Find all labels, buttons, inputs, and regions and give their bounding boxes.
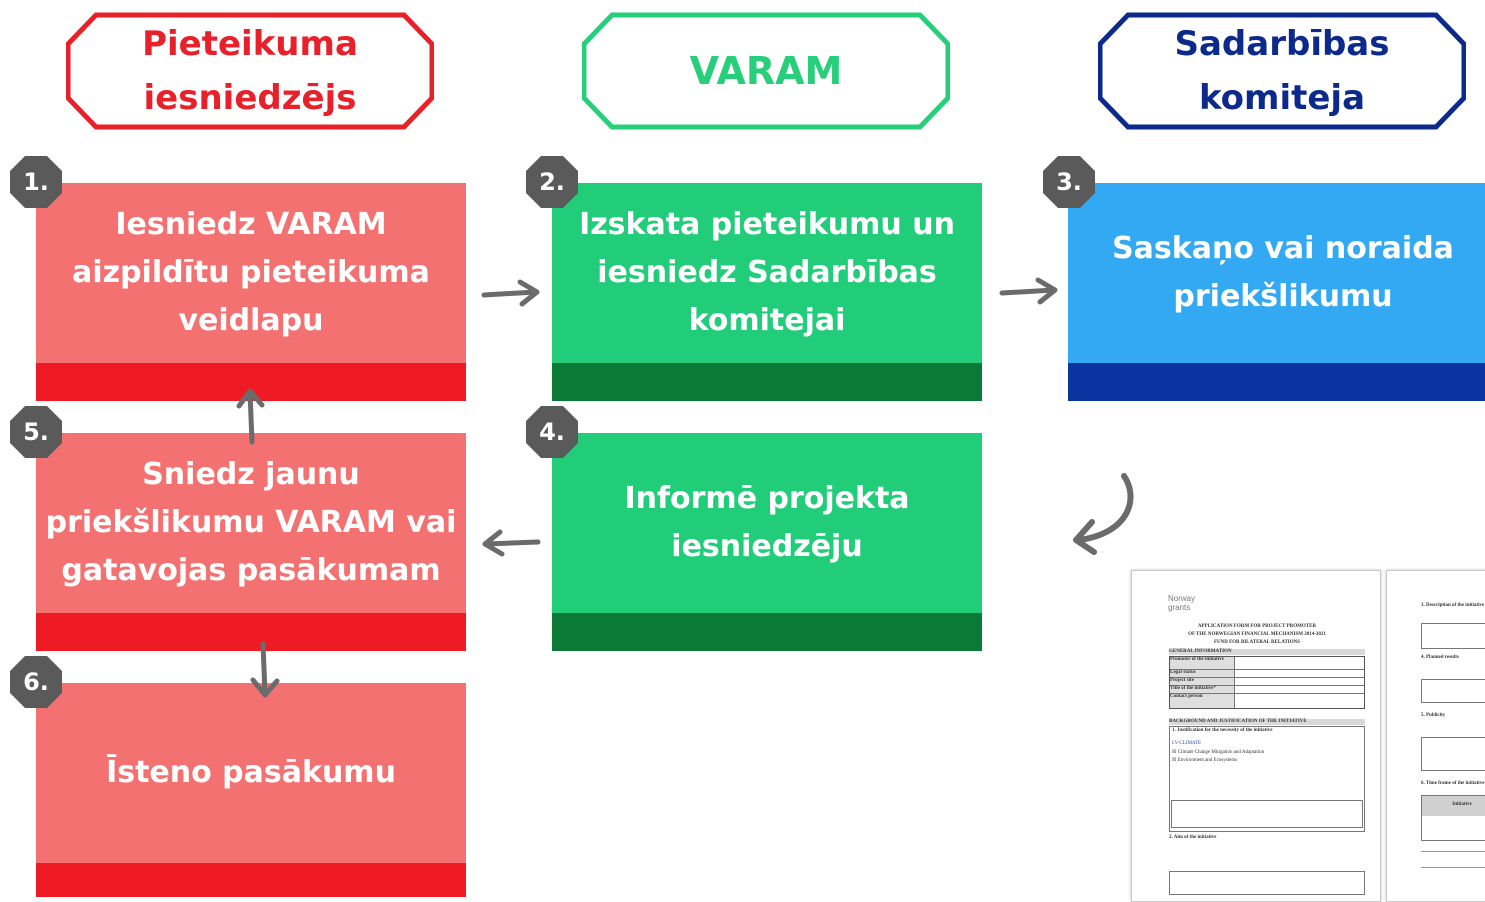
step-5-card: Sniedz jaunu priekšlikumu VARAM vai gata… — [36, 433, 466, 651]
justification-block: 1. Justification for the necessity of th… — [1169, 726, 1365, 832]
p2-box-5 — [1421, 737, 1485, 771]
p2-timeframe-table: Initiative — [1421, 795, 1485, 841]
option-2: ☒ Environment and Ecosystems — [1172, 758, 1238, 763]
row-label: Contact person — [1170, 694, 1235, 708]
step-4-text: Informē projekta iesniedzēju — [552, 433, 982, 613]
step-3-text: Saskaņo vai noraida priekšlikumu — [1068, 183, 1485, 363]
step-5-number: 5. — [23, 418, 49, 446]
step-1-card: Iesniedz VARAM aizpildītu pieteikuma vei… — [36, 183, 466, 401]
arrow-curved-down-left-icon — [1073, 473, 1134, 555]
p2-question-5: 5. Publicity — [1421, 713, 1446, 718]
step-5-badge: 5. — [10, 406, 62, 458]
octagon-badge-icon — [10, 406, 62, 458]
step-3-card: Saskaņo vai noraida priekšlikumu — [1068, 183, 1485, 401]
application-form-page-2: 3. Description of the initiative 4. Plan… — [1386, 570, 1485, 902]
step-5-bar — [36, 613, 466, 651]
option-1: ☒ Climate Change Mitigation and Adaptati… — [1172, 750, 1265, 755]
form-title-line-3: FUND FOR BILATERAL RELATIONS — [1213, 640, 1301, 645]
step-4-number: 4. — [539, 418, 565, 446]
arrow-right-icon — [481, 279, 540, 307]
question-1: 1. Justification for the necessity of th… — [1172, 728, 1273, 733]
arrow-down-icon — [250, 641, 280, 698]
header-committee-label: Sadarbības komiteja — [1174, 24, 1390, 118]
step-6-bar — [36, 863, 466, 897]
step-2-bar — [552, 363, 982, 401]
octagon-badge-icon — [526, 406, 578, 458]
header-applicant-label: Pieteikuma iesniedzējs — [142, 24, 358, 118]
step-4-badge: 4. — [526, 406, 578, 458]
octagon-outline-green — [582, 12, 950, 130]
p2-question-6: 6. Time frame of the initiative — [1421, 781, 1485, 786]
row-label: Legal status — [1170, 670, 1235, 677]
step-2-number: 2. — [539, 168, 565, 196]
step-2-card: Izskata pieteikumu un iesniedz Sadarbība… — [552, 183, 982, 401]
step-6-card: Īsteno pasākumu — [36, 683, 466, 897]
p2-question-3: 3. Description of the initiative — [1421, 603, 1485, 608]
form-title-line-1: APPLICATION FORM FOR PROJECT PROMOTER — [1197, 624, 1317, 629]
logo-text: Norway grants — [1168, 594, 1196, 612]
arrow-left-icon — [482, 529, 541, 557]
octagon-badge-icon — [10, 156, 62, 208]
norway-grants-logo: Norway grants — [1168, 585, 1195, 612]
octagon-outline-blue — [1098, 12, 1466, 130]
p2-question-4: 4. Planned results — [1421, 655, 1459, 660]
option-1-label: Climate Change Mitigation and Adaptation — [1177, 750, 1265, 755]
header-applicant: Pieteikuma iesniedzējs — [66, 12, 434, 130]
table-row: Legal status — [1170, 670, 1364, 678]
octagon-badge-icon — [526, 156, 578, 208]
step-6-text: Īsteno pasākumu — [36, 683, 466, 863]
p2-box-3 — [1421, 623, 1485, 649]
form-title-line-2: OF THE NORWEGIAN FINANCIAL MECHANISM 201… — [1188, 632, 1326, 637]
option-2-label: Environment and Ecosystems — [1177, 758, 1238, 763]
table-row: Project site — [1170, 678, 1364, 686]
form-title: APPLICATION FORM FOR PROJECT PROMOTER OF… — [1152, 623, 1362, 647]
p2-line — [1421, 851, 1485, 858]
row-label: Promoter of the initiative — [1170, 657, 1235, 669]
step-1-text: Iesniedz VARAM aizpildītu pieteikuma vei… — [36, 183, 466, 363]
step-3-badge: 3. — [1043, 156, 1095, 208]
p2-table-label: Initiative — [1452, 802, 1472, 807]
step-6-number: 6. — [23, 668, 49, 696]
answer-box — [1171, 800, 1363, 828]
question-2: 2. Aim of the initiative — [1169, 835, 1217, 840]
arrow-up-icon — [236, 388, 265, 445]
step-3-bar — [1068, 363, 1485, 401]
step-2-text: Izskata pieteikumu un iesniedz Sadarbība… — [552, 183, 982, 363]
section-background: BACKGROUND AND JUSTIFICATION OF THE INIT… — [1169, 719, 1365, 725]
general-table: Promoter of the initiative Legal status … — [1169, 656, 1365, 709]
section-general: GENERAL INFORMATION — [1169, 649, 1365, 655]
arrow-right-icon — [999, 277, 1058, 305]
step-5-text: Sniedz jaunu priekšlikumu VARAM vai gata… — [36, 433, 466, 613]
step-4-card: Informē projekta iesniedzēju — [552, 433, 982, 651]
table-row: Contact person — [1170, 694, 1364, 708]
p2-table-header: Initiative — [1422, 796, 1485, 816]
application-form-page-1: Norway grants APPLICATION FORM FOR PROJE… — [1131, 570, 1381, 902]
octagon-outline-red — [66, 12, 434, 130]
row-label: Project site — [1170, 678, 1235, 685]
step-6-badge: 6. — [10, 656, 62, 708]
programme-code: LV-CLIMATE — [1172, 741, 1202, 746]
table-row: Promoter of the initiative — [1170, 657, 1364, 670]
p2-box-4 — [1421, 679, 1485, 703]
step-1-number: 1. — [23, 168, 49, 196]
octagon-badge-icon — [1043, 156, 1095, 208]
p2-line — [1421, 867, 1485, 874]
aim-box — [1169, 871, 1365, 895]
octagon-badge-icon — [10, 656, 62, 708]
header-varam-label: VARAM — [689, 49, 843, 93]
step-1-badge: 1. — [10, 156, 62, 208]
step-4-bar — [552, 613, 982, 651]
step-3-number: 3. — [1056, 168, 1082, 196]
row-label: Title of the initiative* — [1170, 686, 1235, 693]
table-row: Title of the initiative* — [1170, 686, 1364, 694]
step-2-badge: 2. — [526, 156, 578, 208]
header-committee: Sadarbības komiteja — [1098, 12, 1466, 130]
header-varam: VARAM — [582, 12, 950, 130]
